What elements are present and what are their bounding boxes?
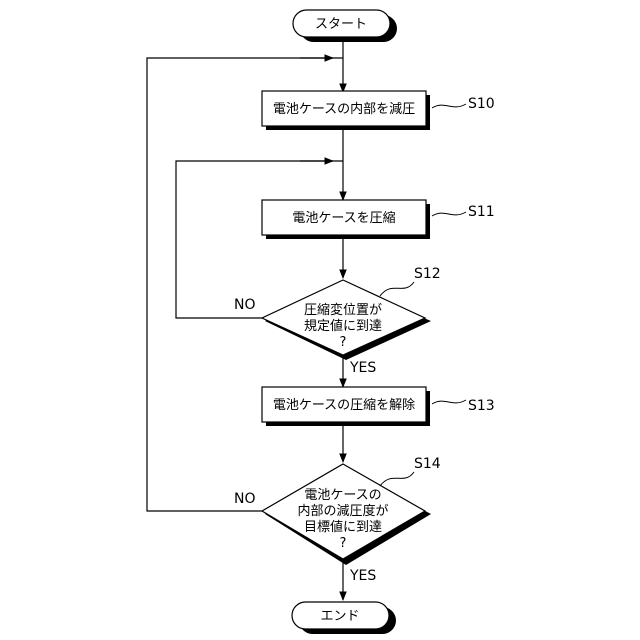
decision-s14-no-label: NO: [234, 491, 256, 507]
decision-s14-yes-label: YES: [349, 568, 376, 584]
start-terminal: スタート: [293, 10, 397, 42]
decision-s12-yes-label: YES: [349, 360, 376, 376]
step-s13-text: 電池ケースの圧縮を解除: [273, 397, 415, 413]
end-label: エンド: [320, 609, 359, 624]
start-label: スタート: [315, 17, 367, 32]
decision-s12-no-label: NO: [234, 297, 256, 313]
decision-s14-label: S14: [414, 456, 441, 472]
step-s13: 電池ケースの圧縮を解除 S13: [262, 387, 495, 426]
step-s11-label: S11: [468, 204, 495, 220]
decision-s14-line-1: 電池ケースの: [304, 488, 381, 503]
step-s11-leader: [432, 212, 466, 216]
decision-s12-label: S12: [414, 266, 441, 282]
step-s10-label: S10: [468, 96, 495, 112]
decision-s12: 圧縮変位置が 規定値に到達 ? S12 NO YES: [234, 266, 441, 376]
decision-s14-line-4: ?: [340, 536, 347, 551]
decision-s12-line-2: 規定値に到達: [304, 318, 382, 334]
decision-s14-leader: [380, 472, 414, 486]
decision-s14: 電池ケースの 内部の減圧度が 目標値に到達 ? S14 NO YES: [234, 456, 441, 584]
decision-s12-leader: [380, 282, 414, 296]
step-s11-text: 電池ケースを圧縮: [292, 210, 395, 226]
decision-s14-line-3: 目標値に到達: [304, 519, 382, 535]
step-s10: 電池ケースの内部を減圧 S10: [262, 91, 495, 130]
step-s13-leader: [432, 400, 466, 404]
step-s11: 電池ケースを圧縮 S11: [262, 200, 495, 239]
end-terminal: エンド: [292, 602, 396, 634]
decision-s14-line-2: 内部の減圧度が: [297, 503, 388, 519]
step-s10-leader: [432, 104, 466, 108]
step-s10-text: 電池ケースの内部を減圧: [273, 101, 415, 117]
decision-s12-line-3: ?: [340, 335, 347, 350]
step-s13-label: S13: [468, 398, 495, 414]
decision-s12-line-1: 圧縮変位置が: [304, 302, 382, 318]
